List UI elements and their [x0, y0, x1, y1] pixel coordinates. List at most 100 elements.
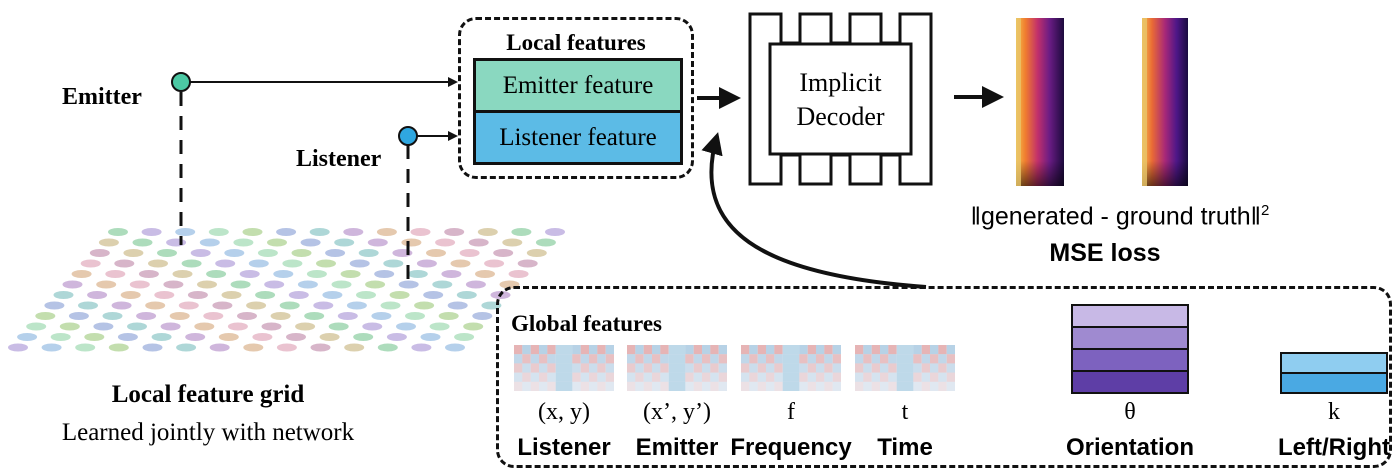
local-features-title: Local features: [506, 30, 646, 55]
grid-cell: [129, 280, 150, 289]
emitter-dot: [171, 72, 191, 92]
grid-cell: [102, 312, 123, 320]
grid-cell: [493, 249, 514, 257]
grid-cell: [508, 270, 529, 278]
grid-cell: [456, 291, 477, 299]
global-feature-symbol: (x’, y’): [643, 399, 711, 425]
grid-cell: [459, 249, 480, 257]
grid-cell: [206, 270, 227, 278]
grid-cell: [310, 343, 331, 352]
grid-cell: [401, 238, 422, 247]
global-feature-name: Left/Right: [1278, 434, 1390, 461]
decoder-line-2: Decoder: [796, 102, 885, 131]
grid-cell: [297, 280, 318, 289]
grid-cell: [267, 238, 287, 247]
grid-cell: [484, 259, 505, 268]
emitter-label: Emitter: [62, 84, 142, 110]
grid-cell: [78, 301, 98, 310]
grid-cell: [230, 280, 251, 289]
grid-cell: [367, 238, 388, 247]
global-feature-name: Emitter: [635, 434, 719, 461]
grid-cell: [306, 270, 327, 278]
grid-cell: [475, 270, 495, 278]
grid-cell: [526, 249, 547, 257]
grid-cell: [199, 238, 220, 247]
grid-cell: [377, 343, 398, 352]
grid-cell: [35, 312, 56, 320]
global-feature-name: Listener: [517, 434, 611, 461]
global-feature-symbol: (x, y): [538, 399, 590, 425]
grid-cell: [454, 333, 475, 341]
global-feature-name: Frequency: [730, 434, 852, 461]
grid-cell: [257, 249, 278, 257]
grid-cell: [239, 270, 260, 278]
grid-cell: [365, 280, 386, 289]
grid-cell: [304, 312, 325, 320]
grid-cell: [53, 291, 74, 299]
grid-cell: [420, 333, 441, 341]
grid-cell: [132, 238, 153, 247]
orientation-band: [1071, 370, 1189, 394]
grid-cell: [227, 322, 248, 331]
grid-cell: [398, 280, 419, 289]
grid-cell: [340, 270, 361, 278]
grid-cell: [59, 322, 80, 331]
grid-cell: [429, 322, 450, 331]
grid-cell: [50, 333, 71, 341]
grid-cell: [261, 322, 282, 331]
grid-cell: [450, 259, 471, 268]
grid-cell: [349, 259, 370, 268]
grid-cell: [344, 343, 365, 352]
grid-cell: [353, 333, 374, 341]
grid-cell: [145, 301, 166, 310]
grid-cell: [386, 333, 407, 341]
global-feature-symbol: f: [787, 399, 795, 425]
emitter-feature-label: Emitter feature: [502, 71, 654, 99]
grid-cell: [445, 343, 465, 352]
local-feature-grid: [8, 228, 565, 352]
grid-cell: [8, 343, 28, 352]
grid-cell: [187, 291, 208, 299]
grid-cell: [175, 228, 196, 236]
grid-cell: [322, 291, 343, 299]
grid-cell: [185, 333, 206, 341]
grid-cell: [423, 291, 444, 299]
listener-dot: [398, 126, 418, 146]
grid-cell: [309, 228, 330, 236]
global-feature-symbol: t: [901, 399, 909, 425]
grid-cell: [246, 301, 267, 310]
grid-cell: [248, 259, 269, 268]
grid-cell: [331, 280, 352, 289]
orientation-stack: [1071, 304, 1189, 394]
listener-label: Listener: [296, 146, 382, 172]
loss-name: MSE loss: [1049, 239, 1161, 267]
grid-cell: [123, 249, 144, 257]
grid-cell: [358, 249, 379, 257]
grid-cell: [343, 228, 364, 236]
grid-cell: [96, 280, 117, 289]
grid-cell: [41, 343, 62, 352]
grid-cell: [26, 322, 47, 331]
grid-cell: [432, 280, 453, 289]
feature-pattern: [514, 345, 614, 391]
grid-cell: [120, 291, 141, 299]
ground-truth-spectrogram: [1142, 18, 1188, 186]
grid-cell: [98, 238, 119, 247]
grid-cell: [300, 238, 321, 247]
grid-cell: [273, 270, 294, 278]
grid-cell: [71, 270, 92, 278]
grid-cell: [166, 238, 187, 247]
grid-cell: [477, 228, 498, 236]
emitter-feature-box: Emitter feature: [473, 58, 683, 113]
grid-cell: [383, 259, 404, 268]
grid-cell: [218, 333, 239, 341]
grid-cell: [203, 312, 224, 320]
grid-cell: [291, 249, 312, 257]
global-feature-name: Orientation: [1065, 434, 1194, 461]
grid-cell: [517, 259, 538, 268]
grid-cell: [93, 322, 114, 331]
grid-cell: [190, 249, 211, 257]
grid-cell: [346, 301, 367, 310]
grid-cell: [127, 322, 147, 331]
global-features-title: Global features: [511, 311, 662, 336]
